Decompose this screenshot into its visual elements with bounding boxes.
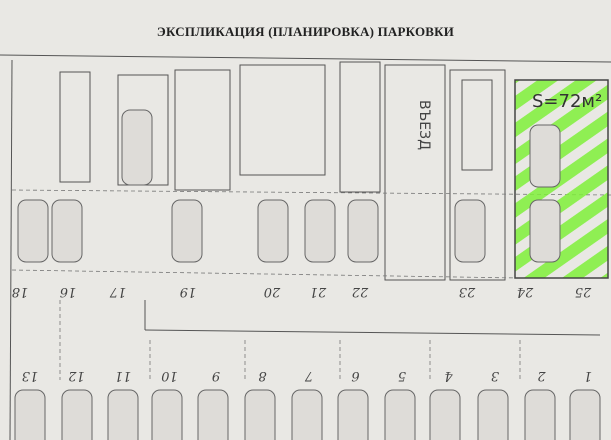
slot-number: 11 <box>115 368 132 383</box>
slot-number: 7 <box>304 368 313 383</box>
slot-number: 4 <box>444 368 453 383</box>
slot-number: 25 <box>575 284 593 299</box>
parked-car <box>14 389 46 440</box>
slot-number: 16 <box>60 284 77 299</box>
slot-number: 9 <box>212 368 220 383</box>
slot-number: 22 <box>352 284 370 299</box>
slot-number: 5 <box>398 368 406 383</box>
parked-car <box>524 389 556 440</box>
bottom-row-cars <box>14 389 601 440</box>
parked-car <box>61 389 93 440</box>
highlighted-area <box>514 79 609 279</box>
parked-car <box>257 199 289 263</box>
parked-car <box>304 199 336 263</box>
parked-car <box>429 389 461 440</box>
slot-number: 13 <box>22 368 39 383</box>
slot-number: 17 <box>109 284 126 299</box>
slot-number: 21 <box>310 284 328 299</box>
slot-number: 8 <box>258 368 266 383</box>
slot-number: 6 <box>351 368 359 383</box>
slot-number: 3 <box>491 368 499 383</box>
wall-left <box>9 59 13 440</box>
slot-number: 12 <box>68 368 85 383</box>
parked-car <box>17 199 49 263</box>
entrance-label: ВЪЕЗД <box>416 100 432 150</box>
parked-car <box>384 389 416 440</box>
parked-car <box>347 199 379 263</box>
parked-car <box>51 199 83 263</box>
slot-number: 20 <box>264 284 282 299</box>
slot-number: 10 <box>161 368 178 383</box>
parked-car <box>291 389 323 440</box>
parked-car <box>337 389 369 440</box>
parked-car <box>171 199 203 263</box>
top-row-cars <box>17 109 486 263</box>
parked-car <box>151 389 183 440</box>
parked-car <box>244 389 276 440</box>
plan-title: ЭКСПЛИКАЦИЯ (ПЛАНИРОВКА) ПАРКОВКИ <box>156 24 455 39</box>
parked-car <box>197 389 229 440</box>
slot-number: 2 <box>537 368 546 383</box>
wall-top <box>0 54 611 63</box>
slot-number: 23 <box>459 284 477 299</box>
area-label: S=72м² <box>532 91 602 112</box>
slot-number: 24 <box>517 284 535 299</box>
parked-car <box>477 389 509 440</box>
parked-car <box>454 199 486 263</box>
parked-car <box>569 389 601 440</box>
slot-number: 1 <box>584 368 592 383</box>
slot-number: 19 <box>180 284 197 299</box>
slot-number: 18 <box>12 284 29 299</box>
lane-dividers <box>59 300 521 380</box>
parked-car <box>107 389 139 440</box>
parked-car <box>121 109 153 186</box>
upper-rooms <box>11 61 611 336</box>
